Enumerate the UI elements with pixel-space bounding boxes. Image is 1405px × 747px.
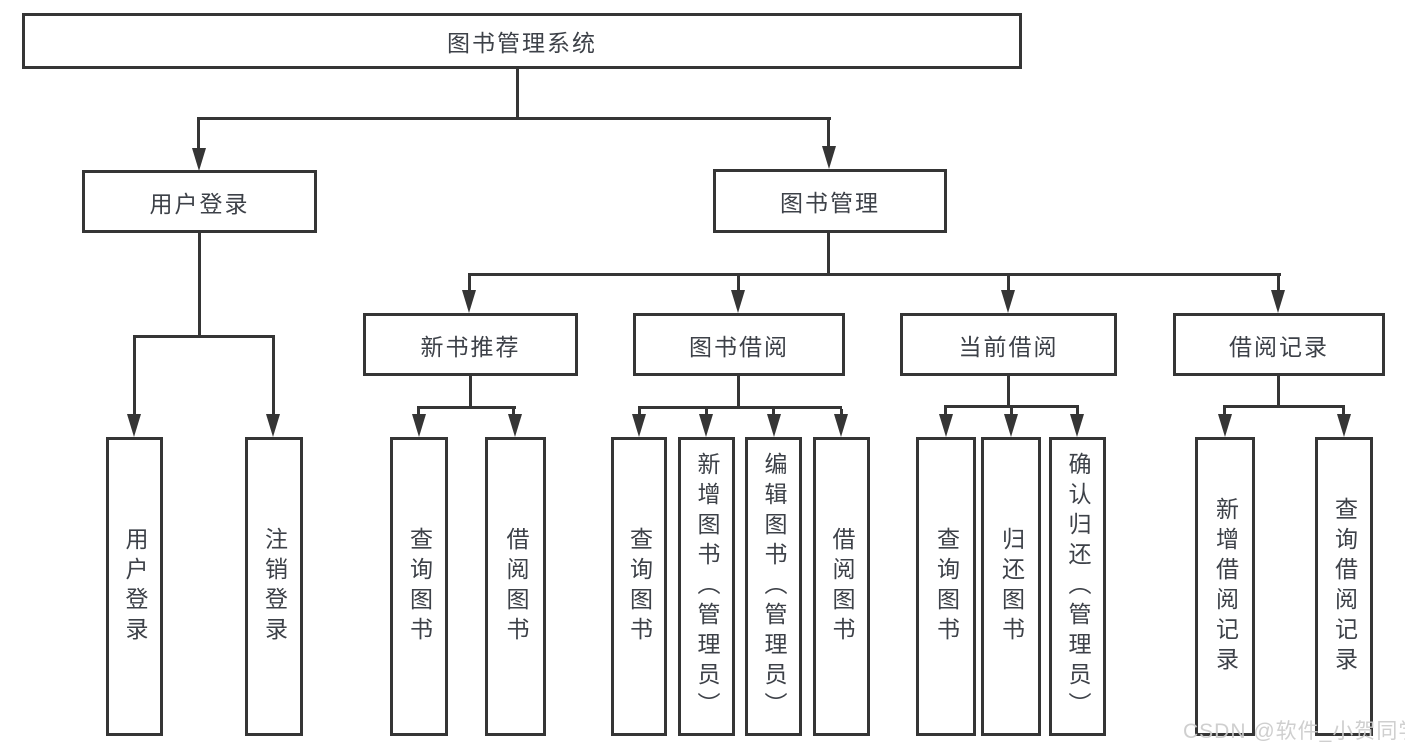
arrow-down-icon [699, 414, 713, 437]
arrow-down-icon [731, 290, 745, 313]
node-library-management-system: 图书管理系统 [22, 13, 1022, 69]
connector-segment [840, 409, 843, 416]
arrow-down-icon [127, 414, 141, 437]
node-borrowing-records: 借阅记录 [1173, 313, 1385, 376]
connector-segment [197, 117, 831, 120]
leaf-user-login: 用户登录 [106, 437, 163, 736]
arrow-down-icon [1218, 414, 1232, 437]
connector-segment [1277, 276, 1280, 292]
connector-segment [468, 273, 1281, 276]
connector-segment [1223, 408, 1226, 416]
connector-segment [133, 335, 275, 338]
arrow-down-icon [412, 414, 426, 437]
arrow-down-icon [822, 146, 836, 169]
connector-segment [272, 338, 275, 415]
connector-segment [638, 409, 641, 416]
connector-segment [737, 276, 740, 292]
node-current-borrowing: 当前借阅 [900, 313, 1117, 376]
arrow-down-icon [1004, 414, 1018, 437]
connector-segment [772, 409, 775, 416]
arrow-down-icon [508, 414, 522, 437]
connector-segment [417, 409, 420, 416]
connector-segment [1223, 405, 1345, 408]
arrow-down-icon [192, 148, 206, 171]
arrow-down-icon [1001, 290, 1015, 313]
connector-segment [737, 376, 740, 409]
arrow-down-icon [266, 414, 280, 437]
connector-segment [1076, 408, 1079, 416]
connector-segment [197, 120, 200, 150]
leaf-query-borrow-record: 查询借阅记录 [1315, 437, 1373, 736]
node-user-login: 用户登录 [82, 170, 317, 233]
arrow-down-icon [462, 290, 476, 313]
connector-segment [469, 376, 472, 409]
leaf-add-books-admin: 新增图书（管理员） [678, 437, 735, 736]
leaf-query-books-borrowing: 查询图书 [611, 437, 667, 736]
arrow-down-icon [632, 414, 646, 437]
node-new-book-recommendation: 新书推荐 [363, 313, 578, 376]
connector-segment [827, 233, 830, 276]
leaf-add-borrow-record: 新增借阅记录 [1195, 437, 1255, 736]
leaf-logout: 注销登录 [245, 437, 303, 736]
connector-segment [1277, 376, 1280, 408]
connector-segment [1007, 376, 1010, 408]
leaf-confirm-return-admin: 确认归还（管理员） [1049, 437, 1106, 736]
watermark: CSDN @软件_小贺同学 [1183, 720, 1405, 743]
node-book-borrowing: 图书借阅 [633, 313, 845, 376]
arrow-down-icon [939, 414, 953, 437]
connector-segment [516, 68, 519, 120]
arrow-down-icon [1070, 414, 1084, 437]
connector-segment [1007, 276, 1010, 292]
leaf-return-books: 归还图书 [981, 437, 1041, 736]
connector-segment [512, 409, 515, 416]
arrow-down-icon [834, 414, 848, 437]
arrow-down-icon [1271, 290, 1285, 313]
connector-segment [417, 406, 516, 409]
connector-segment [198, 233, 201, 337]
leaf-edit-books-admin: 编辑图书（管理员） [745, 437, 802, 736]
arrow-down-icon [767, 414, 781, 437]
connector-segment [705, 409, 708, 416]
connector-segment [133, 338, 136, 415]
connector-segment [944, 405, 1079, 408]
connector-segment [827, 120, 830, 148]
connector-segment [1342, 408, 1345, 416]
leaf-borrow-books: 借阅图书 [813, 437, 870, 736]
leaf-query-books-current: 查询图书 [916, 437, 976, 736]
node-book-management: 图书管理 [713, 169, 947, 233]
connector-segment [944, 408, 947, 416]
leaf-query-books-recommend: 查询图书 [390, 437, 448, 736]
leaf-borrow-books-recommend: 借阅图书 [485, 437, 546, 736]
connector-segment [468, 276, 471, 292]
connector-segment [638, 406, 842, 409]
connector-segment [1010, 408, 1013, 416]
arrow-down-icon [1337, 414, 1351, 437]
